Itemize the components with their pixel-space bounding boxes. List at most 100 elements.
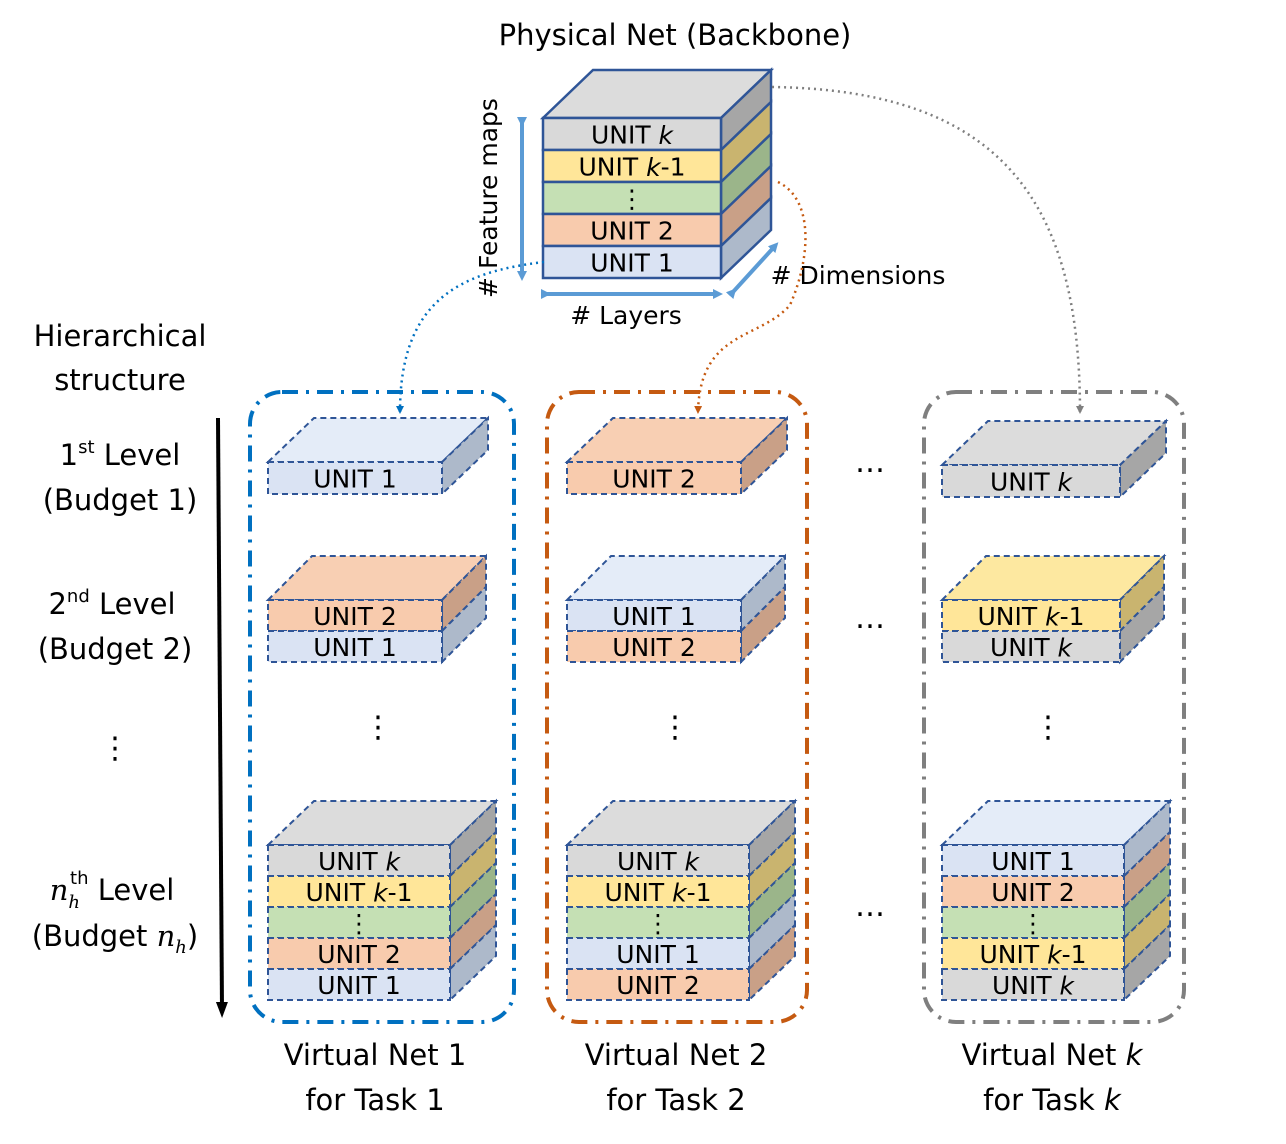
vnetk-leveln-stack-layer-1 — [941, 844, 1125, 877]
vnet2-level1-stack-layer-1 — [566, 461, 742, 495]
vnet2-leveln-stack-label-2: UNIT k-1 — [604, 878, 711, 907]
vnet1-level2-stack-label-1: UNIT 2 — [313, 602, 397, 631]
physical-stack-label-2: UNIT k-1 — [578, 153, 685, 182]
level-n-label: nhth Level — [50, 868, 175, 913]
vnet2-leveln-stack-side-5 — [748, 922, 796, 1003]
vnet2-leveln-stack-label-5: UNIT 2 — [616, 971, 700, 1000]
vnetk-leveln-stack-label-4: UNIT k-1 — [979, 940, 1086, 969]
vnet1-leveln-stack-label-3: ⋮ — [347, 909, 372, 938]
vnetk-leveln-stack-layer-5 — [941, 968, 1125, 1001]
virtual-net-2-task: for Task 2 — [606, 1083, 745, 1117]
vnet1-leveln-stack-layer-3 — [267, 906, 451, 939]
vnet1-leveln-stack-layer-5 — [267, 968, 451, 1001]
vnet1-level1-stack: UNIT 1 — [265, 415, 491, 497]
vnetk-leveln-stack-layer-4 — [941, 937, 1125, 970]
vnet2-leveln-stack-layer-2 — [566, 875, 750, 908]
vnetk-leveln-stack-label-2: UNIT 2 — [991, 878, 1075, 907]
vnetk-level1-stack-layer-1 — [941, 464, 1121, 498]
vnet2-leveln-stack-layer-3 — [566, 906, 750, 939]
hierarchy-heading-line2: structure — [54, 363, 186, 397]
vnet1-leveln-stack-label-2: UNIT k-1 — [305, 878, 412, 907]
layers-label: # Layers — [570, 301, 682, 330]
vnet2-leveln-stack-layer-1 — [566, 844, 750, 877]
vnet2-level1-stack-top-face — [564, 417, 790, 463]
vnet2-level2-stack-label-2: UNIT 2 — [612, 633, 696, 662]
vnetk-level2-stack-label-1: UNIT k-1 — [977, 602, 1084, 631]
vnet2-level1-stack-label-1: UNIT 2 — [612, 465, 696, 494]
vnet1-leveln-stack-side-5 — [449, 922, 497, 1003]
hierarchy-heading-line1: Hierarchical — [34, 319, 207, 353]
vnet1-leveln-stack-label-5: UNIT 1 — [317, 971, 401, 1000]
level-1-budget: (Budget 1) — [43, 483, 198, 517]
level-1-sup: st — [78, 437, 94, 458]
ellipsis-level-1: … — [855, 445, 885, 480]
vnet2-leveln-stack-layer-4 — [566, 937, 750, 970]
connector-to-virtual-net-2 — [694, 180, 807, 414]
vnet2-level2-stack-layer-1 — [566, 599, 742, 632]
vnet1-leveln-stack-layer-4 — [267, 937, 451, 970]
vnetk-level1-stack-side-1 — [1119, 418, 1167, 500]
vnet2-leveln-stack-label-1: UNIT k — [617, 847, 701, 876]
vnet2-level2-stack-label-1: UNIT 1 — [612, 602, 696, 631]
connector-to-virtual-net-1 — [396, 260, 545, 414]
vnetk-level1-stack-label-1: UNIT k — [990, 468, 1074, 497]
diagram-title: Physical Net (Backbone) — [499, 18, 852, 52]
vnet1-level1-stack-layer-1 — [267, 461, 443, 495]
level-2-budget: (Budget 2) — [38, 632, 193, 666]
level-n-budget: (Budget nh) — [32, 919, 198, 958]
hierarchy-arrow — [215, 417, 228, 1018]
level-dots: ⋮ — [100, 731, 130, 766]
ellipsis-level-n: … — [855, 889, 885, 924]
physical-stack-layer-5 — [541, 244, 723, 280]
virtual-net-1-box — [248, 390, 516, 1024]
vnet2-leveln-stack-layer-5 — [566, 968, 750, 1001]
vnetk-level2-stack-layer-1 — [941, 599, 1121, 632]
vnet2-level2-stack-top-face — [564, 555, 788, 601]
virtual-net-2-box — [545, 390, 809, 1024]
vnet1-leveln-stack-label-1: UNIT k — [318, 847, 402, 876]
vnet1-level1-stack-side-1 — [441, 415, 489, 497]
vnet-1-dots: ⋮ — [363, 710, 393, 745]
level-2-label: 2nd Level — [48, 586, 175, 621]
ellipsis-level-2: … — [855, 601, 885, 636]
vnet2-leveln-stack-label-4: UNIT 1 — [616, 940, 700, 969]
vnet2-level1-stack: UNIT 2 — [564, 415, 790, 497]
vnetk-level2-stack-label-2: UNIT k — [990, 633, 1074, 662]
vnet2-leveln-stack-label-3: ⋮ — [646, 909, 671, 938]
physical-stack-label-4: UNIT 2 — [590, 217, 674, 246]
vnetk-leveln-stack-label-3: ⋮ — [1021, 909, 1046, 938]
vnet2-level2-stack-layer-2 — [566, 630, 742, 663]
vnet1-level2-stack-layer-2 — [267, 630, 443, 663]
virtual-net-2-title: Virtual Net 2 — [585, 1038, 768, 1072]
vnetk-level1-stack: UNIT k — [939, 418, 1169, 500]
physical-stack-label-5: UNIT 1 — [590, 249, 674, 278]
physical-stack-layer-2 — [541, 148, 723, 184]
vnet1-leveln-stack-layer-1 — [267, 844, 451, 877]
physical-stack-label-3: ⋮ — [620, 185, 645, 214]
virtual-net-k-box — [922, 390, 1186, 1024]
vnet1-level1-stack-top-face — [265, 417, 491, 463]
feature-maps-label: # Feature maps — [474, 98, 503, 298]
vnet-2-dots: ⋮ — [660, 710, 690, 745]
physical-stack-layer-1 — [541, 116, 723, 152]
vnet2-level1-stack-side-1 — [740, 415, 788, 497]
vnet1-level1-stack-label-1: UNIT 1 — [313, 465, 397, 494]
virtual-net-k-title: Virtual Net k — [962, 1038, 1144, 1072]
virtual-net-1-title: Virtual Net 1 — [284, 1038, 467, 1072]
vnet1-level2-stack-label-2: UNIT 1 — [313, 633, 397, 662]
vnetk-leveln-stack-label-1: UNIT 1 — [991, 847, 1075, 876]
physical-stack-layer-4 — [541, 212, 723, 248]
level-1-label: 1st Level — [60, 437, 181, 472]
vnetk-leveln-stack-label-5: UNIT k — [992, 971, 1076, 1000]
vnet-k-dots: ⋮ — [1033, 710, 1063, 745]
vnet1-level2-stack-top-face — [265, 555, 489, 601]
